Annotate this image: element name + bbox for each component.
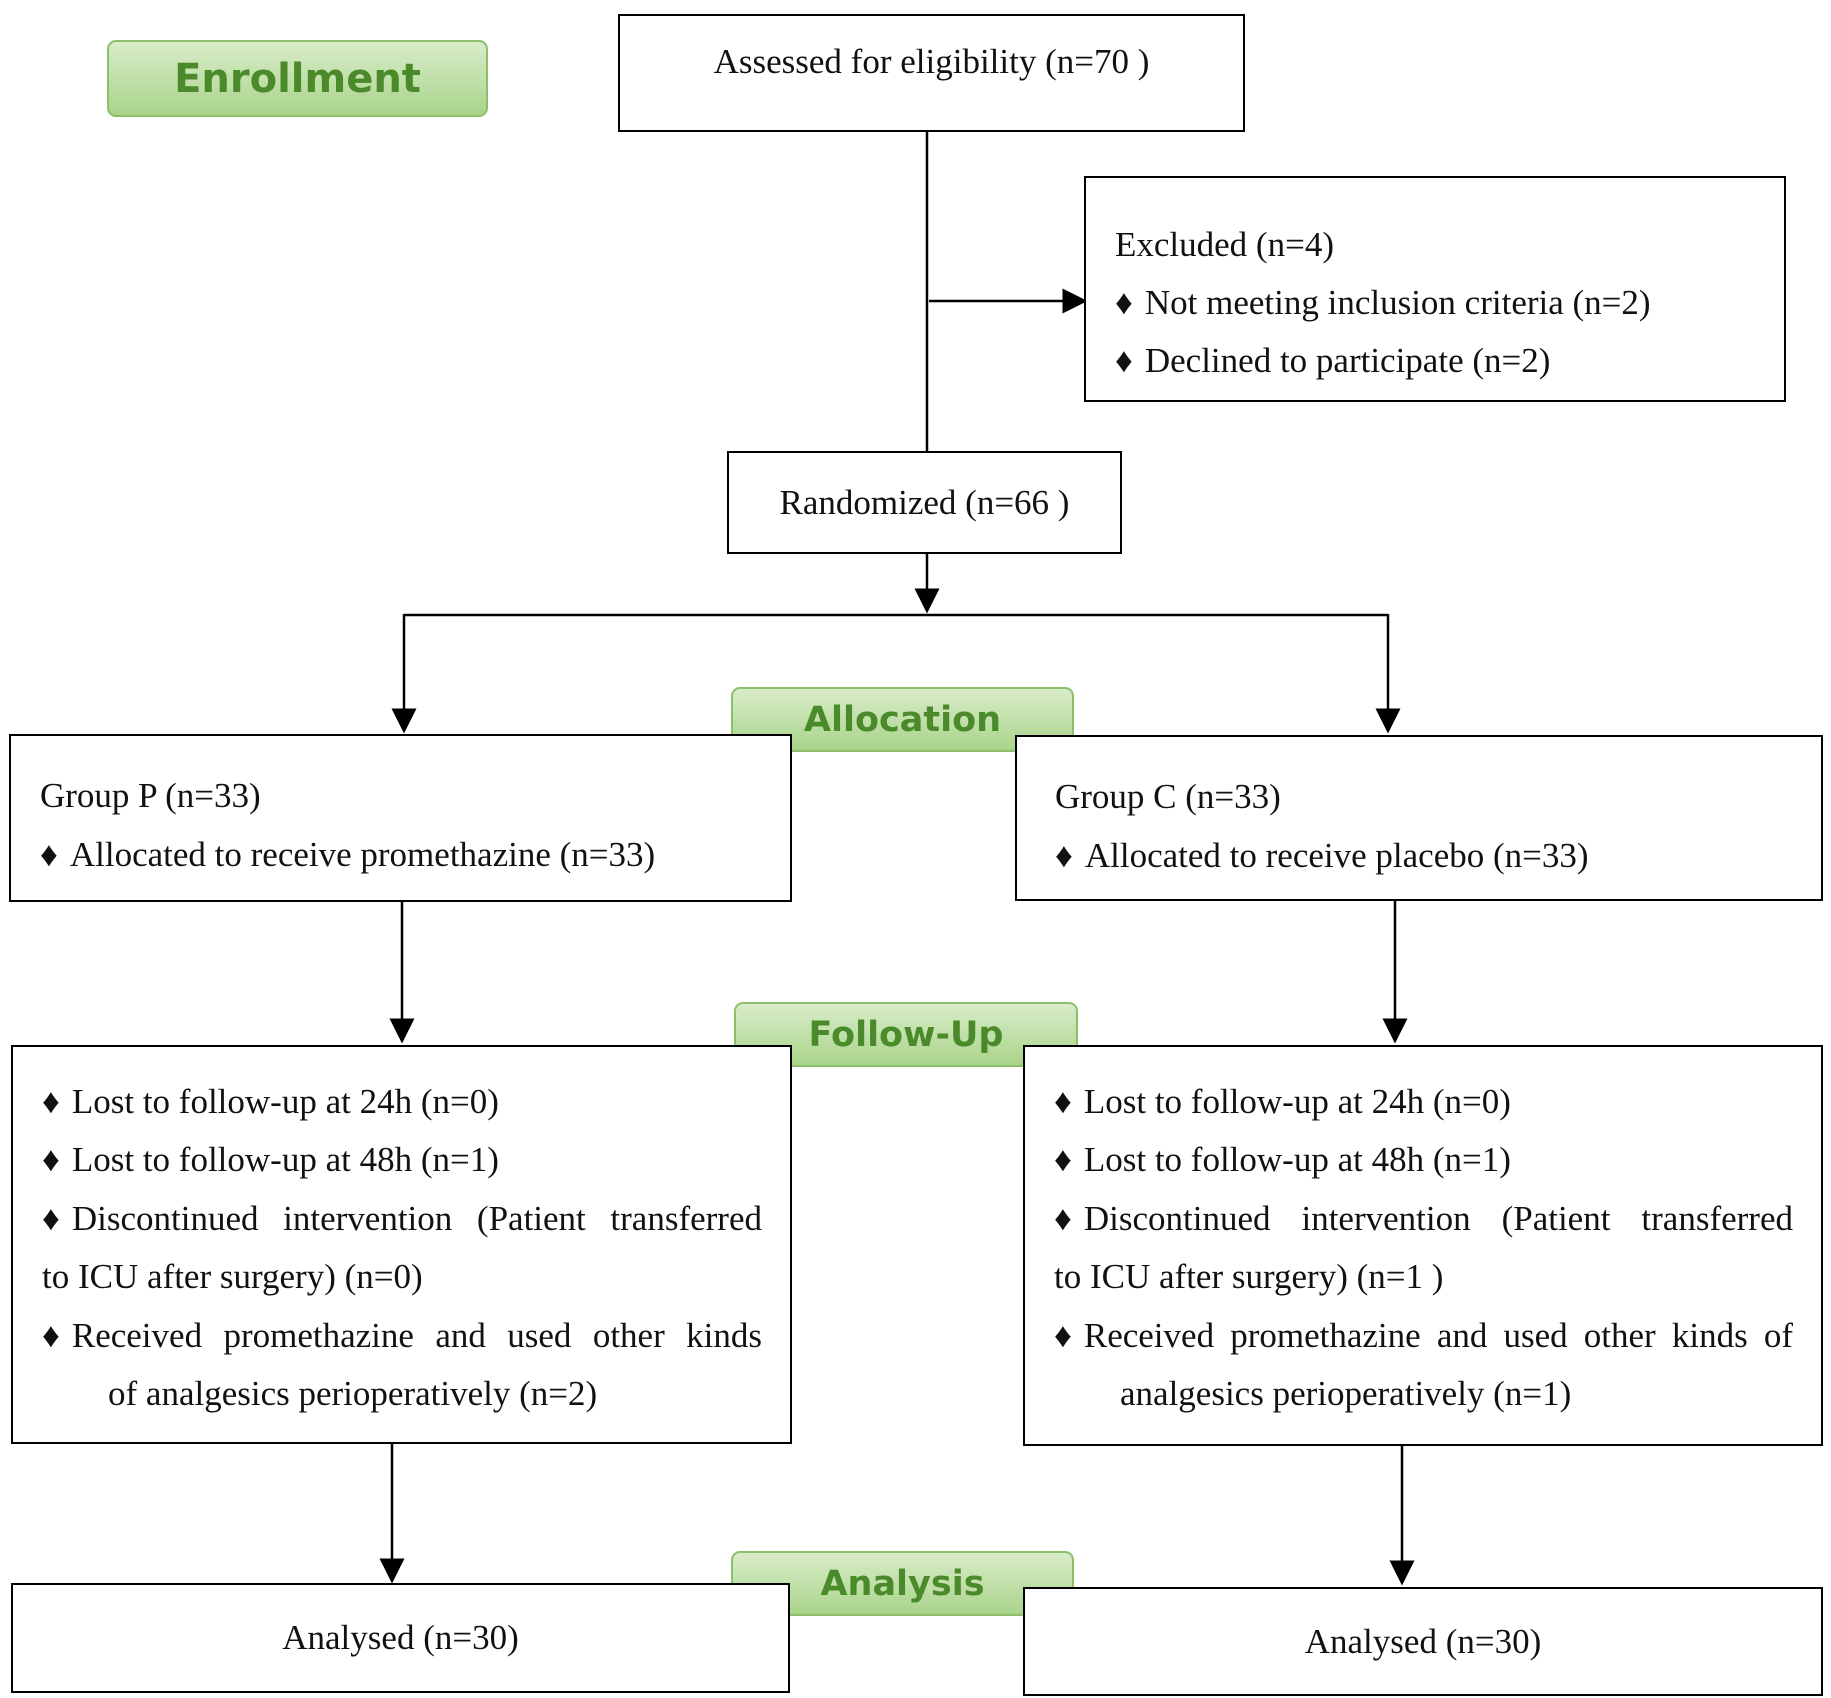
diamond-icon: ♦: [40, 835, 58, 874]
group-p-followup-box: ♦Lost to follow-up at 24h (n=0) ♦Lost to…: [11, 1045, 792, 1444]
followup-item: ♦Discontinued intervention (Patient tran…: [42, 1190, 762, 1248]
phase-label-text: Allocation: [803, 699, 1002, 740]
followup-item-continuation: analgesics perioperatively (n=1): [1120, 1374, 1572, 1414]
diamond-icon: ♦: [1115, 341, 1133, 380]
diamond-icon: ♦: [1054, 1198, 1072, 1238]
group-p-title: Group P (n=33): [40, 776, 261, 815]
group-c-allocation-box: Group C (n=33) ♦Allocated to receive pla…: [1015, 735, 1823, 901]
followup-item: ♦Lost to follow-up at 48h (n=1): [1054, 1131, 1793, 1189]
diamond-icon: ♦: [1115, 283, 1133, 322]
group-c-analysed-box: Analysed (n=30): [1023, 1587, 1823, 1696]
randomized-box: Randomized (n=66 ): [727, 451, 1122, 554]
diamond-icon: ♦: [42, 1315, 60, 1355]
diamond-icon: ♦: [1054, 1140, 1072, 1180]
diamond-icon: ♦: [42, 1198, 60, 1238]
randomized-text: Randomized (n=66 ): [779, 482, 1070, 522]
followup-item: ♦Received promethazine and used other ki…: [42, 1307, 762, 1365]
excluded-item: ♦Declined to participate (n=2): [1115, 332, 1784, 390]
phase-label-text: Enrollment: [174, 55, 421, 102]
followup-item: ♦Lost to follow-up at 24h (n=0): [42, 1073, 762, 1131]
group-p-analysed-box: Analysed (n=30): [11, 1583, 790, 1693]
diamond-icon: ♦: [42, 1082, 60, 1121]
followup-item-continuation: to ICU after surgery) (n=0): [42, 1257, 423, 1297]
followup-item: ♦Received promethazine and used other ki…: [1054, 1307, 1793, 1365]
group-p-allocation-box: Group P (n=33) ♦Allocated to receive pro…: [9, 734, 792, 902]
excluded-item: ♦Not meeting inclusion criteria (n=2): [1115, 274, 1784, 332]
group-c-analysed-text: Analysed (n=30): [1304, 1621, 1542, 1661]
phase-label-enrollment: Enrollment: [107, 40, 488, 117]
group-p-allocated: ♦Allocated to receive promethazine (n=33…: [40, 825, 790, 884]
group-c-followup-box: ♦Lost to follow-up at 24h (n=0) ♦Lost to…: [1023, 1045, 1823, 1446]
followup-item-continuation: of analgesics perioperatively (n=2): [108, 1374, 598, 1414]
phase-label-text: Analysis: [820, 1563, 985, 1604]
assessed-box: Assessed for eligibility (n=70 ): [618, 14, 1245, 132]
diamond-icon: ♦: [1054, 1315, 1072, 1355]
group-p-analysed-text: Analysed (n=30): [282, 1618, 519, 1657]
followup-item: ♦Lost to follow-up at 24h (n=0): [1054, 1073, 1793, 1131]
followup-item: ♦Lost to follow-up at 48h (n=1): [42, 1131, 762, 1189]
followup-item-continuation: to ICU after surgery) (n=1 ): [1054, 1257, 1444, 1297]
followup-item: ♦Discontinued intervention (Patient tran…: [1054, 1190, 1793, 1248]
excluded-box: Excluded (n=4) ♦Not meeting inclusion cr…: [1084, 176, 1786, 402]
phase-label-text: Follow-Up: [808, 1014, 1004, 1055]
diamond-icon: ♦: [1055, 836, 1073, 875]
diamond-icon: ♦: [42, 1140, 60, 1180]
group-c-title: Group C (n=33): [1055, 777, 1281, 816]
diamond-icon: ♦: [1054, 1082, 1072, 1121]
assessed-text: Assessed for eligibility (n=70 ): [713, 42, 1150, 81]
group-c-allocated: ♦Allocated to receive placebo (n=33): [1055, 826, 1821, 885]
excluded-title: Excluded (n=4): [1115, 225, 1334, 264]
